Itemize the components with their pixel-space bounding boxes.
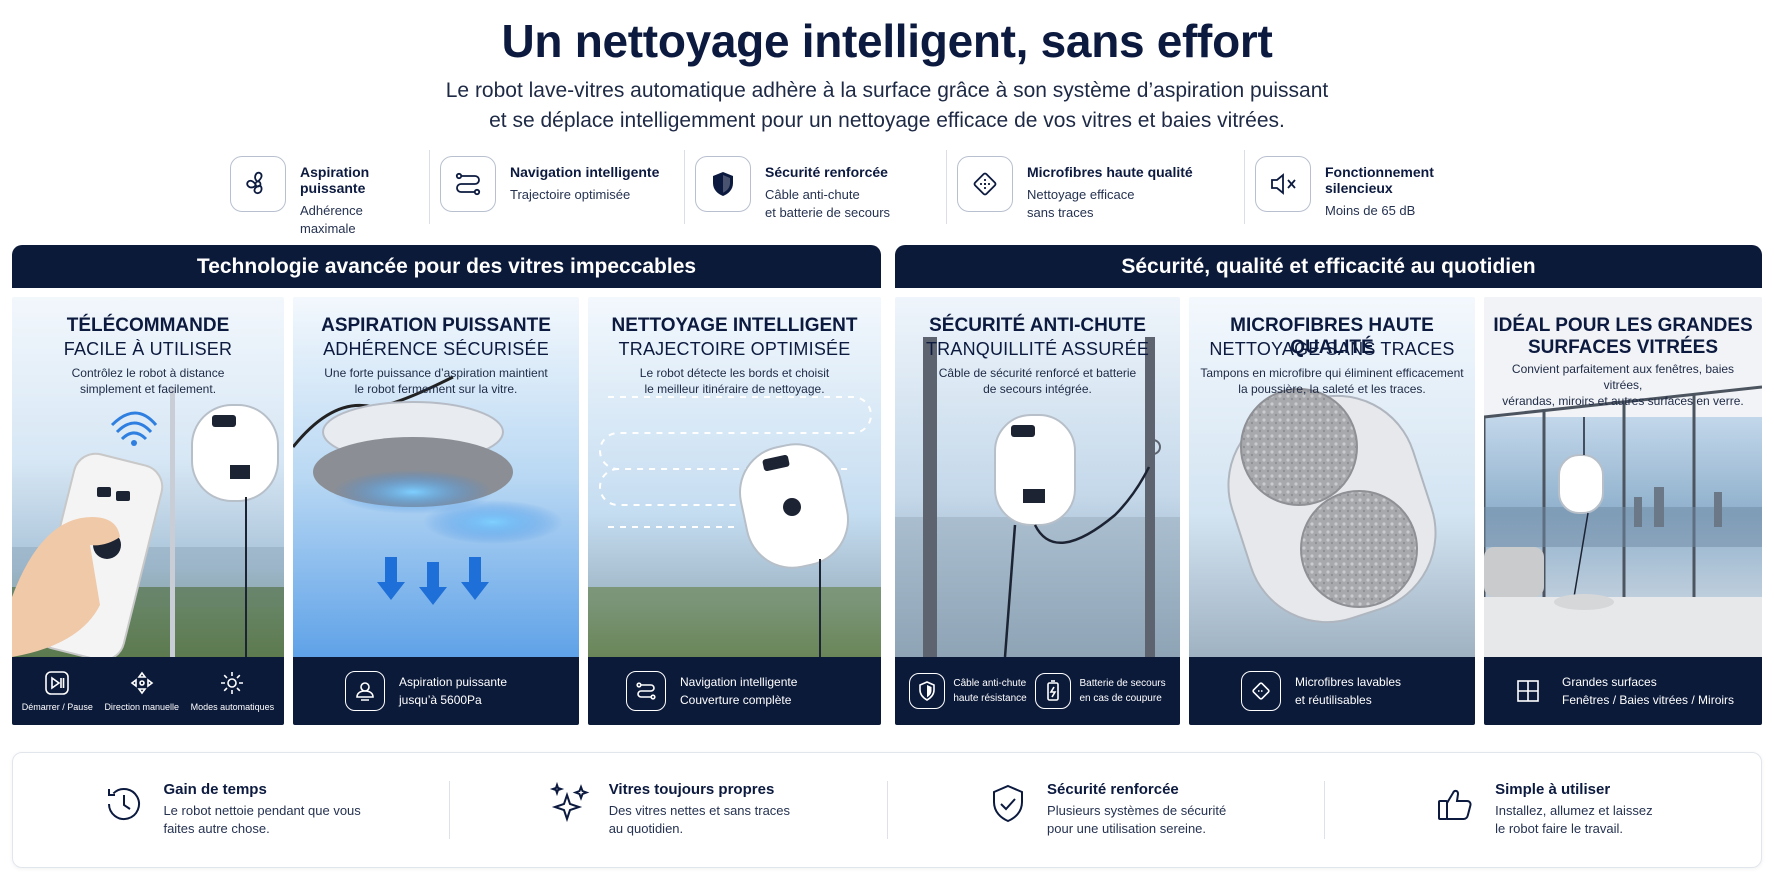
shield-icon [695, 156, 751, 212]
remote-control-image [12, 297, 284, 657]
section-header-safety: Sécurité, qualité et efficacité au quoti… [895, 245, 1762, 288]
panel-remote-control: TÉLÉCOMMANDE FACILE À UTILISER Contrôlez… [12, 297, 284, 725]
feature-item: Aspiration puissante Adhérence maximale [220, 150, 430, 236]
auto-modes-item: Modes automatiques [191, 670, 274, 712]
page-title: Un nettoyage intelligent, sans effort [501, 15, 1273, 67]
benefits-bar: Gain de temps Le robot nettoie pendant q… [12, 752, 1762, 868]
feature-item: Navigation intelligente Trajectoire opti… [430, 150, 685, 224]
thumbs-up-icon [1438, 789, 1472, 820]
suction-cup-icon [345, 671, 385, 711]
benefit-item: Sécurité renforcée Plusieurs systèmes de… [888, 781, 1325, 839]
page-subtitle: Le robot lave-vitres automatique adhère … [445, 79, 1329, 132]
benefit-item: Vitres toujours propres Des vitres nette… [450, 781, 888, 839]
panel-microfiber: MICROFIBRES HAUTE QUALITÉ NETTOYAGE SANS… [1189, 297, 1475, 725]
direction-arrows-icon [130, 671, 154, 695]
route-icon [626, 671, 666, 711]
microfiber-image [1189, 297, 1475, 657]
clock-icon [108, 788, 141, 820]
gear-icon [221, 672, 244, 694]
manual-direction-item: Direction manuelle [104, 670, 179, 712]
section-header-technology: Technologie avancée pour des vitres impe… [12, 245, 881, 288]
panel-suction-power: ASPIRATION PUISSANTE ADHÉRENCE SÉCURISÉE… [293, 297, 579, 725]
microfiber-icon [1241, 671, 1281, 711]
fan-icon [230, 156, 286, 212]
battery-icon [1035, 673, 1072, 709]
large-surfaces-image [1484, 297, 1762, 657]
benefit-item: Gain de temps Le robot nettoie pendant q… [13, 781, 451, 839]
window-grid-icon [1508, 671, 1548, 711]
benefit-item: Simple à utiliser Installez, allumez et … [1325, 781, 1761, 839]
smart-cleaning-image [588, 297, 881, 657]
speaker-mute-icon [1255, 156, 1311, 212]
panel-anti-fall-safety: SÉCURITÉ ANTI-CHUTE TRANQUILLITÉ ASSURÉE… [895, 297, 1180, 725]
suction-image [293, 297, 579, 657]
anti-fall-image [895, 297, 1180, 657]
remote-features-bar: Démarrer / Pause Direction manuelle Mode… [12, 657, 284, 725]
shield-icon [909, 673, 946, 709]
feature-item: Fonctionnement silencieux Moins de 65 dB [1245, 150, 1515, 224]
feature-item: Microfibres haute qualité Nettoyage effi… [947, 150, 1245, 224]
play-pause-icon [45, 671, 70, 695]
start-pause-item: Démarrer / Pause [22, 670, 93, 712]
feature-strip: Aspiration puissante Adhérence maximale … [220, 150, 1580, 236]
microfiber-icon [957, 156, 1013, 212]
panel-smart-cleaning: NETTOYAGE INTELLIGENT TRAJECTOIRE OPTIMI… [588, 297, 881, 725]
sparkle-icon [549, 781, 590, 823]
shield-check-icon [993, 784, 1024, 823]
route-icon [440, 156, 496, 212]
